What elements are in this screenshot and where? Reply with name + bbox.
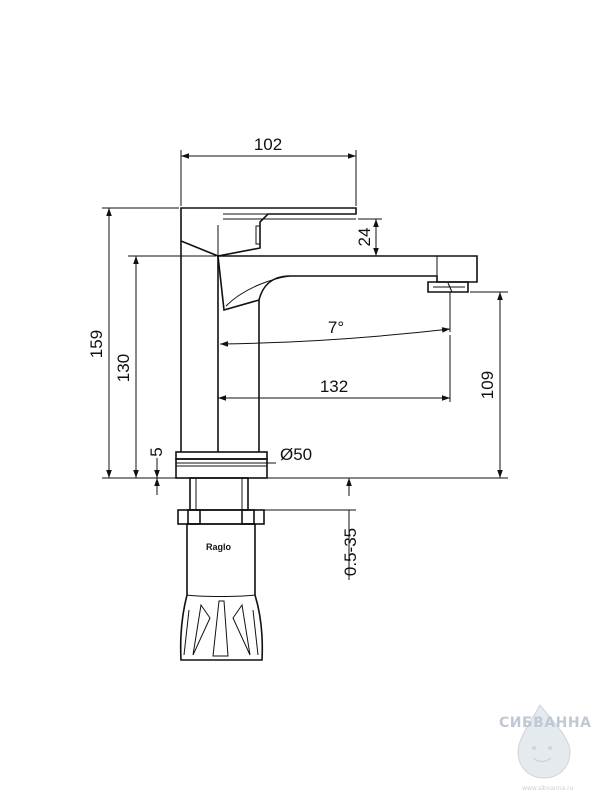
- watermark-url: www.sibvanna.ru: [522, 785, 574, 792]
- faucet-spout: [217, 255, 478, 312]
- dim-angle: 7°: [328, 318, 344, 337]
- dimension-labels: 102 24 159 130 7° 132 109 5 Ø50 0.5-35: [87, 135, 497, 576]
- brand-label: Raglo: [206, 542, 232, 552]
- dim-base-thickness: 5: [147, 447, 166, 456]
- watermark-name: СИБВАННА: [499, 715, 591, 731]
- shank: [189, 477, 249, 511]
- dim-total-height: 159: [87, 330, 106, 358]
- dim-spout-height: 130: [114, 354, 133, 382]
- dimension-lines: [102, 150, 508, 580]
- dim-width-top: 102: [254, 135, 282, 154]
- fastener-body: [179, 523, 264, 661]
- dim-counter-thickness: 0.5-35: [341, 528, 360, 576]
- watermark-logo: СИБВАННА www.sibvanna.ru: [499, 704, 591, 792]
- dim-outlet-height: 109: [478, 371, 497, 399]
- mounting-nut: [177, 509, 265, 525]
- faucet-aerator: [427, 281, 469, 293]
- water-drop-icon: [517, 704, 571, 779]
- dim-base-diameter: Ø50: [280, 445, 312, 464]
- base-plate: [175, 451, 268, 460]
- faucet-body: Raglo: [175, 207, 478, 661]
- dim-handle-height: 24: [355, 228, 374, 247]
- dim-spout-reach: 132: [320, 377, 348, 396]
- faucet-handle: [180, 207, 357, 257]
